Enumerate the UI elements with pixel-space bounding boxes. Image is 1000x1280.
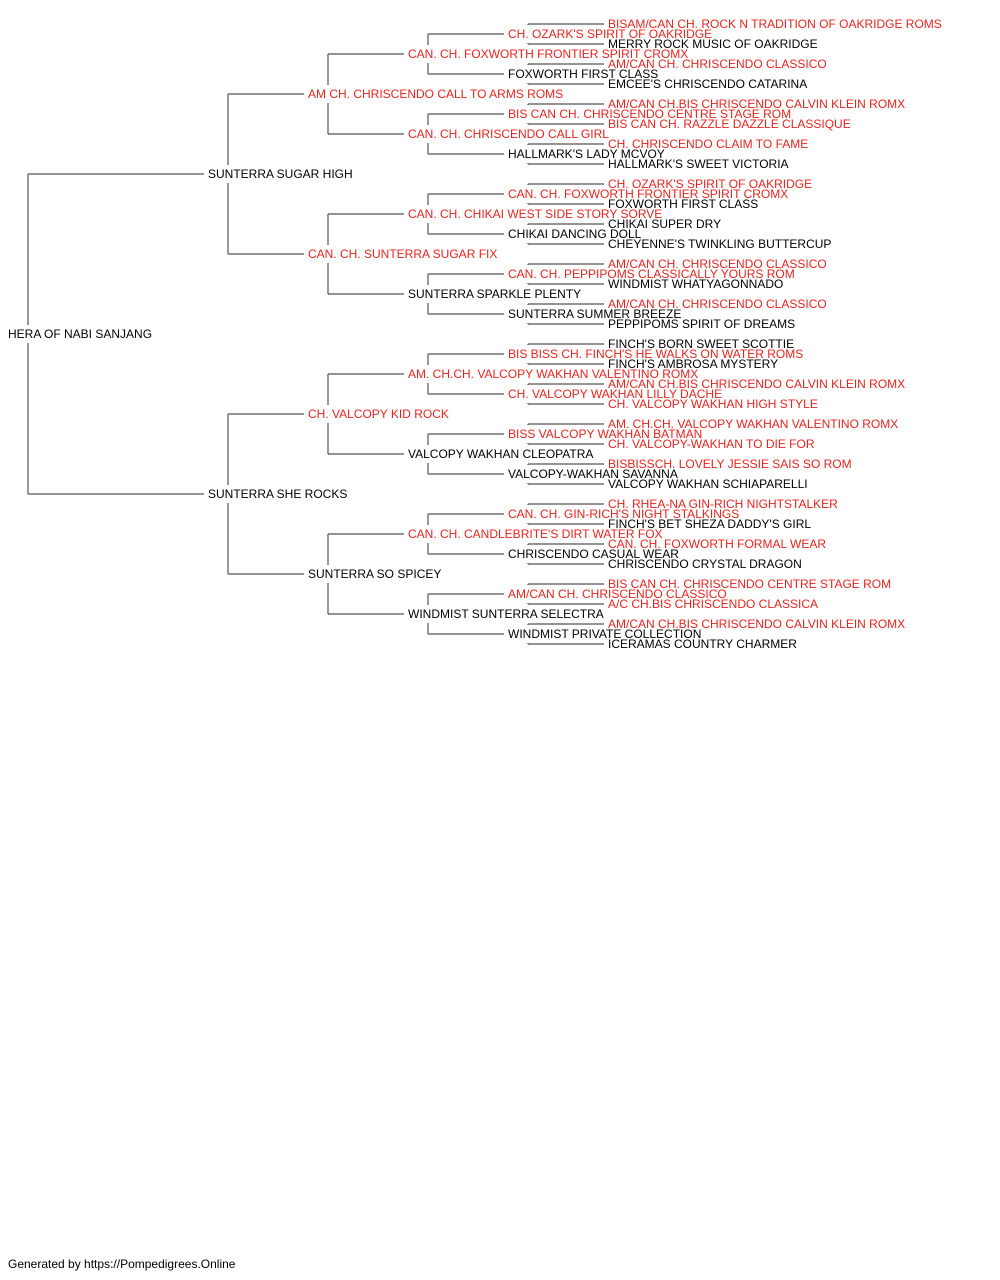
ancestor-name: CH. RHEA-NA GIN-RICH NIGHTSTALKER	[608, 497, 838, 511]
ancestor-name: MERRY ROCK MUSIC OF OAKRIDGE	[608, 37, 818, 51]
ancestor-name: BIS BISS CH. FINCH'S HE WALKS ON WATER R…	[508, 347, 804, 361]
ancestor-name: VALCOPY-WAKHAN SAVANNA	[508, 467, 678, 481]
ancestor-name: CAN. CH. SUNTERRA SUGAR FIX	[308, 247, 498, 261]
ancestor-name: ICERAMAS COUNTRY CHARMER	[608, 637, 797, 651]
ancestor-name: CHRISCENDO CRYSTAL DRAGON	[608, 557, 802, 571]
ancestor-name: BIS CAN CH. CHRISCENDO CENTRE STAGE ROM	[608, 577, 892, 591]
ancestor-name: CH. OZARK'S SPIRIT OF OAKRIDGE	[608, 177, 813, 191]
ancestor-name: EMCEE'S CHRISCENDO CATARINA	[608, 77, 808, 91]
ancestor-name: CH. VALCOPY WAKHAN HIGH STYLE	[608, 397, 818, 411]
ancestor-name: AM/CAN CH. CHRISCENDO CLASSICO	[608, 257, 827, 271]
ancestor-name: AM. CH.CH. VALCOPY WAKHAN VALENTINO ROMX	[408, 367, 699, 381]
ancestor-name: CAN. CH. CHIKAI WEST SIDE STORY SORVE	[408, 207, 663, 221]
ancestor-name: CH. OZARK'S SPIRIT OF OAKRIDGE	[508, 27, 713, 41]
subject-name: HERA OF NABI SANJANG	[8, 327, 153, 341]
ancestor-name: FINCH'S BORN SWEET SCOTTIE	[608, 337, 795, 351]
ancestor-name: CHIKAI SUPER DRY	[608, 217, 722, 231]
ancestor-name: BIS CAN CH. CHRISCENDO CENTRE STAGE ROM	[508, 107, 792, 121]
ancestor-name: CH. VALCOPY-WAKHAN TO DIE FOR	[608, 437, 815, 451]
ancestor-name: CAN. CH. FOXWORTH FORMAL WEAR	[608, 537, 827, 551]
ancestor-name: PEPPIPOMS SPIRIT OF DREAMS	[608, 317, 796, 331]
ancestor-name: AM/CAN CH.BIS CHRISCENDO CALVIN KLEIN RO…	[608, 617, 906, 631]
ancestor-name: SUNTERRA SO SPICEY	[308, 567, 442, 581]
ancestor-name: A/C CH.BIS CHRISCENDO CLASSICA	[608, 597, 819, 611]
ancestor-name: AM/CAN CH.BIS CHRISCENDO CALVIN KLEIN RO…	[608, 377, 906, 391]
ancestor-name: SUNTERRA SHE ROCKS	[208, 487, 348, 501]
ancestor-name: CH. CHRISCENDO CLAIM TO FAME	[608, 137, 809, 151]
footer-credit: Generated by https://Pompedigrees.Online	[8, 1257, 236, 1271]
ancestor-name: CAN. CH. CANDLEBRITE'S DIRT WATER FOX	[408, 527, 663, 541]
ancestor-name: CAN. CH. GIN-RICH'S NIGHT STALKINGS	[508, 507, 740, 521]
ancestor-name: VALCOPY WAKHAN SCHIAPARELLI	[608, 477, 808, 491]
ancestor-name: HALLMARK'S LADY MCVOY	[508, 147, 665, 161]
ancestor-name: CAN. CH. FOXWORTH FRONTIER SPIRIT CROMX	[408, 47, 689, 61]
ancestor-name: AM/CAN CH.BIS CHRISCENDO CALVIN KLEIN RO…	[608, 97, 906, 111]
ancestor-name: WINDMIST SUNTERRA SELECTRA	[408, 607, 604, 621]
ancestor-name: AM. CH.CH. VALCOPY WAKHAN VALENTINO ROMX	[608, 417, 899, 431]
ancestor-name: BISS VALCOPY WAKHAN BATMAN	[508, 427, 703, 441]
ancestor-name: CH. VALCOPY WAKHAN LILLY DACHE	[508, 387, 723, 401]
ancestor-name: SUNTERRA SPARKLE PLENTY	[408, 287, 582, 301]
ancestor-name: CHEYENNE'S TWINKLING BUTTERCUP	[608, 237, 832, 251]
ancestor-name: SUNTERRA SUGAR HIGH	[208, 167, 353, 181]
ancestor-name: HALLMARK'S SWEET VICTORIA	[608, 157, 789, 171]
ancestor-name: CHRISCENDO CASUAL WEAR	[508, 547, 679, 561]
ancestor-name: CHIKAI DANCING DOLL	[508, 227, 642, 241]
ancestor-name: SUNTERRA SUMMER BREEZE	[508, 307, 682, 321]
ancestor-name: AM/CAN CH. CHRISCENDO CLASSICO	[608, 297, 827, 311]
ancestor-name: FINCH'S AMBROSA MYSTERY	[608, 357, 779, 371]
ancestor-name: CAN. CH. FOXWORTH FRONTIER SPIRIT CROMX	[508, 187, 789, 201]
ancestor-name: BISAM/CAN CH. ROCK N TRADITION OF OAKRID…	[608, 17, 942, 31]
ancestor-name: FINCH'S BET SHEZA DADDY'S GIRL	[608, 517, 812, 531]
ancestor-name: AM/CAN CH. CHRISCENDO CLASSICO	[508, 587, 727, 601]
ancestor-name: BISBISSCH. LOVELY JESSIE SAIS SO ROM	[608, 457, 852, 471]
ancestor-name: FOXWORTH FIRST CLASS	[608, 197, 759, 211]
ancestor-name: AM CH. CHRISCENDO CALL TO ARMS ROMS	[308, 87, 564, 101]
ancestor-name: WINDMIST WHATYAGONNADO	[608, 277, 784, 291]
ancestor-name: VALCOPY WAKHAN CLEOPATRA	[408, 447, 594, 461]
ancestor-name: CAN. CH. PEPPIPOMS CLASSICALLY YOURS ROM	[508, 267, 795, 281]
ancestor-name: WINDMIST PRIVATE COLLECTION	[508, 627, 702, 641]
ancestor-name: AM/CAN CH. CHRISCENDO CLASSICO	[608, 57, 827, 71]
ancestor-name: FOXWORTH FIRST CLASS	[508, 67, 659, 81]
ancestor-name: CH. VALCOPY KID ROCK	[308, 407, 449, 421]
ancestor-name: CAN. CH. CHRISCENDO CALL GIRL	[408, 127, 609, 141]
ancestor-name: BIS CAN CH. RAZZLE DAZZLE CLASSIQUE	[608, 117, 851, 131]
